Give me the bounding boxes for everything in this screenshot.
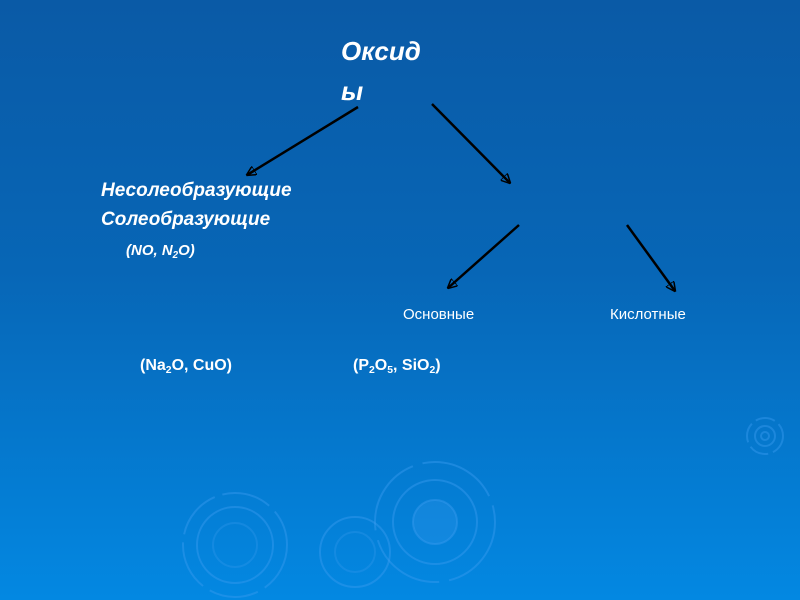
acidic-label: Кислотные: [610, 306, 686, 323]
title-line1: Оксид: [341, 36, 421, 66]
arrow-to-basic: [448, 224, 520, 288]
arrow-to-salt: [431, 103, 510, 183]
arrow-to-non-salt: [247, 105, 359, 175]
title-line2: ы: [341, 76, 364, 106]
acidic-examples: (P2O5, SiO2): [353, 357, 441, 377]
arrow-to-acidic: [625, 224, 675, 291]
non-salt-examples: (NO, N2O): [126, 242, 195, 261]
non-salt-forming-label: Несолеобразующие: [101, 180, 292, 201]
salt-forming-label: Солеобразующие: [101, 209, 271, 230]
basic-label: Основные: [403, 306, 475, 323]
basic-examples: (Na2O, CuO): [140, 357, 232, 377]
